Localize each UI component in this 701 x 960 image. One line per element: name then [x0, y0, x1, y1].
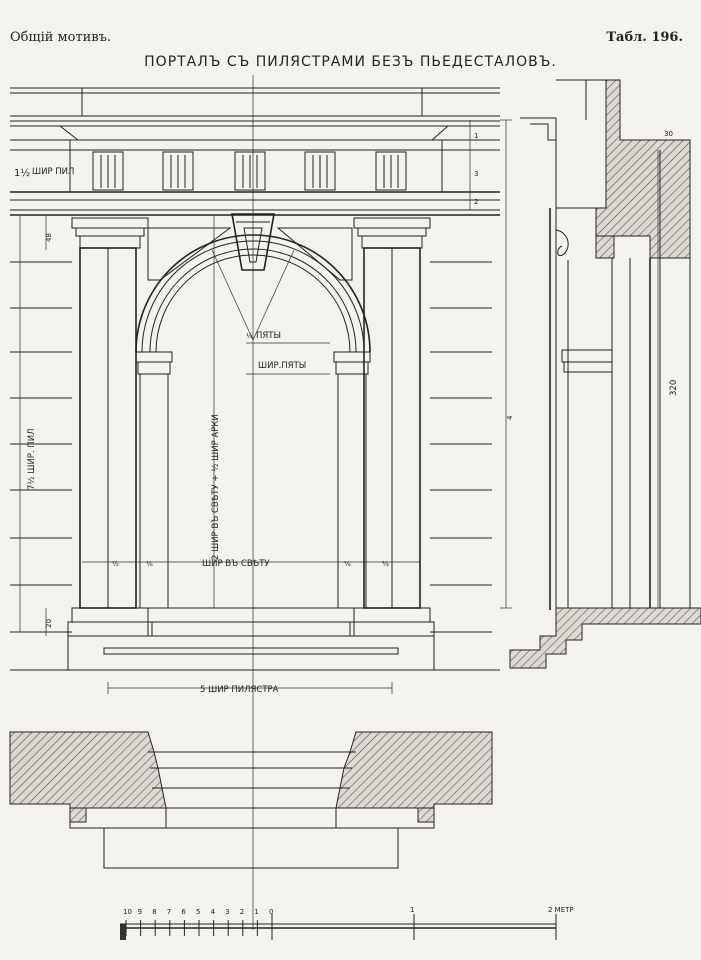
label-dim-4: 4: [506, 415, 514, 420]
label-shir-v-svetu: ШИР ВЪ СВѢТУ: [202, 559, 270, 569]
steps: [10, 607, 500, 671]
plate-number: Табл. 196.: [606, 30, 683, 45]
label-dim-30: 30: [664, 130, 673, 138]
console-scroll: [555, 229, 569, 257]
label-vertical-left: 7½ ШИР. ПИЛ: [27, 429, 37, 490]
scale-tick-label: 9: [138, 908, 142, 916]
label-dim-48: 48: [45, 233, 53, 242]
label-dim-320: 320: [669, 380, 679, 396]
dimension-lines: [14, 119, 512, 694]
label-shir-pyaty: ШИР.ПЯТЫ: [258, 361, 306, 371]
scale-tick-label: 10: [123, 908, 132, 916]
label-vertical-arch: 2 ШИР ВЪ СВѢТУ + ½ ШИР АРКИ: [211, 414, 221, 560]
label-one-and-half: 1½: [14, 167, 30, 179]
scale-tick-label: 1: [254, 908, 258, 916]
header-left: Общій мотивъ.: [10, 30, 112, 45]
section-profile: 320 30: [509, 79, 701, 669]
arch: [135, 213, 371, 353]
scale-tick-label: 6: [181, 908, 186, 916]
label-dim-2: 2: [474, 198, 478, 206]
label-dim-3: 3: [474, 170, 478, 178]
scale-tick-label: 8: [152, 908, 156, 916]
scale-tick-label: 0: [269, 908, 273, 916]
scale-tick-label: 4: [211, 908, 216, 916]
label-quarter: ¼: [246, 332, 253, 340]
plate-title: ПОРТАЛЪ СЪ ПИЛЯСТРАМИ БЕЗЪ ПЬЕДЕСТАЛОВЪ.: [144, 54, 557, 70]
section-wall-hatch: [586, 79, 691, 259]
label-third-left: ⅓: [112, 560, 119, 568]
elevation: ШИР ПИЛ 1½ ПЯТЫ ¼ ШИР.ПЯТЫ 2 ШИР ВЪ СВѢТ…: [10, 75, 514, 930]
pilaster-left: [67, 217, 153, 637]
label-pyaty: ПЯТЫ: [256, 331, 281, 341]
label-shir-pil-top: ШИР ПИЛ: [32, 167, 74, 177]
label-pilyastra-5: 5 ШИР ПИЛЯСТРА: [200, 685, 279, 695]
label-sixth-left: ⅙: [146, 560, 153, 568]
scale-label-one: 1: [410, 906, 414, 914]
label-sixth-right: ⅙: [344, 560, 351, 568]
scale-label-two-metr: 2 МЕТР: [548, 906, 574, 914]
label-dim-1: 1: [474, 132, 478, 140]
pilaster-right: [349, 217, 435, 637]
plan: [9, 731, 493, 869]
scale-tick-label: 7: [167, 908, 171, 916]
scale-tick-label: 5: [196, 908, 200, 916]
scale-tick-label: 3: [225, 908, 229, 916]
cornice: [10, 87, 500, 216]
label-third-right: ⅓: [382, 560, 389, 568]
section-base-hatch: [509, 607, 701, 669]
scale-tick-label: 2: [240, 908, 244, 916]
triglyphs: [92, 151, 407, 191]
label-dim-20: 20: [45, 619, 53, 628]
